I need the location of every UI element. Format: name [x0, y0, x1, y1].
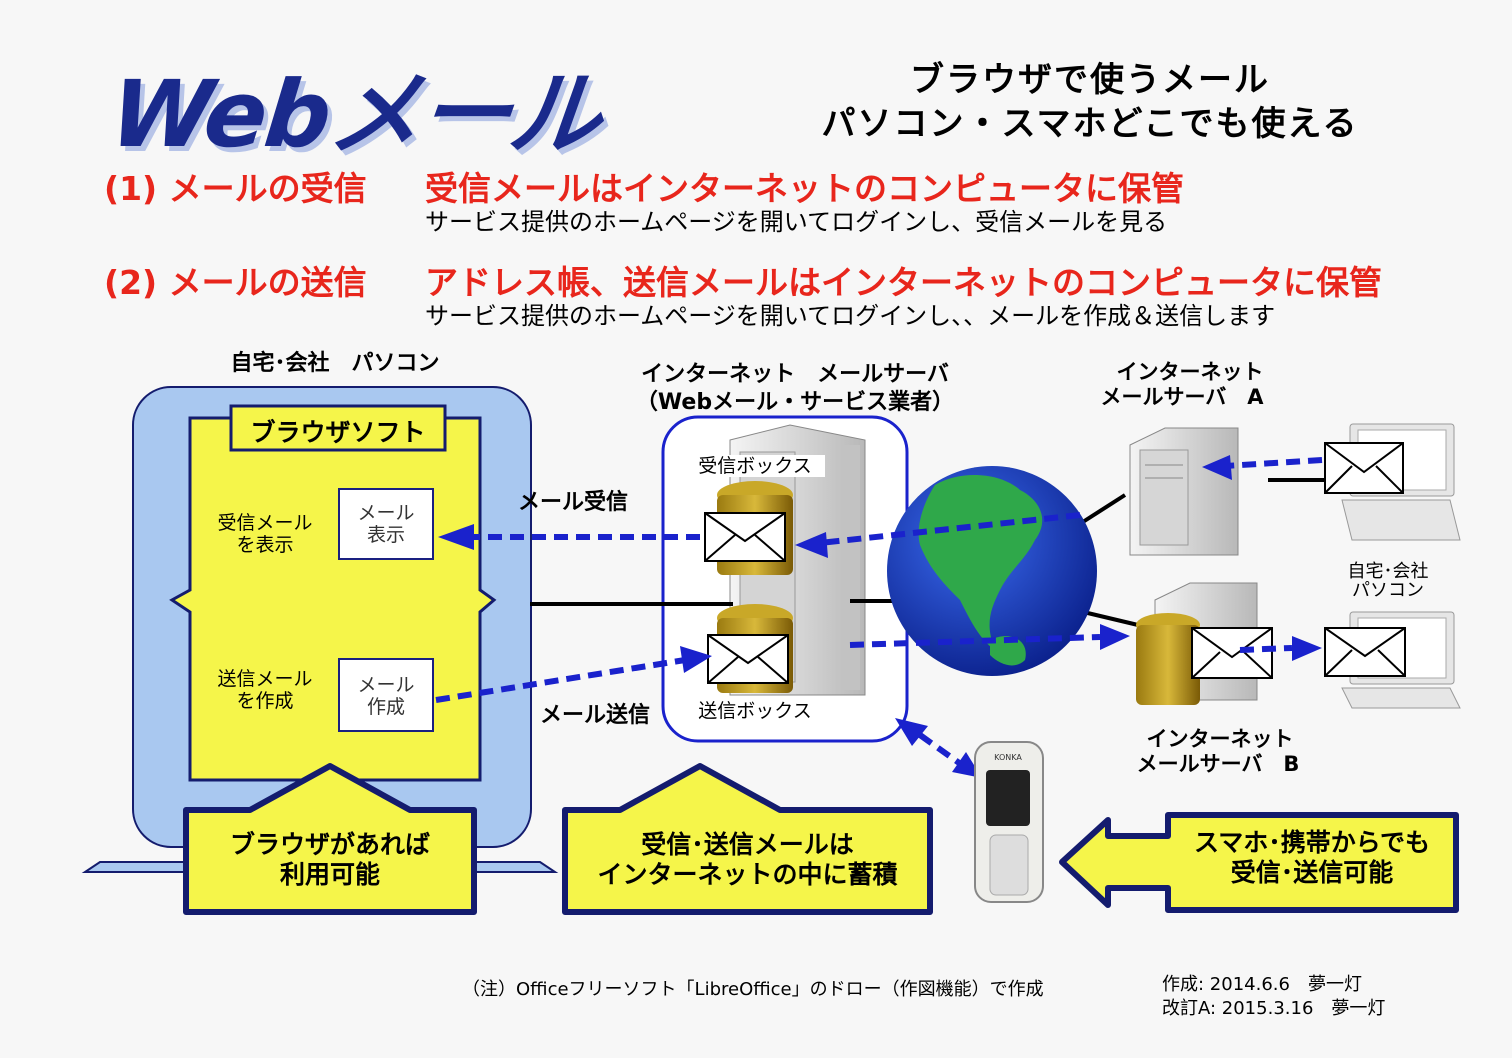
envelope-icons — [704, 442, 1406, 684]
callout-shapes — [183, 763, 1459, 915]
item-2-headline: アドレス帳、送信メールはインターネットのコンピュータに保管 — [425, 263, 1382, 302]
server-callout: 受信･送信メールは インターネットの中に蓄積 — [597, 830, 898, 889]
server-a-line-2: メールサーバ A — [1100, 385, 1264, 409]
phone-brand: KONKA — [994, 753, 1022, 762]
item-2-number: (2) メールの送信 — [104, 263, 367, 302]
server-title-line-2: （Webメール・サービス業者） — [635, 390, 955, 415]
mobile-callout: スマホ･携帯からでも 受信･送信可能 — [1193, 828, 1430, 887]
pc-title: 自宅･会社 パソコン — [230, 351, 440, 376]
item-1-headline: 受信メールはインターネットのコンピュータに保管 — [425, 169, 1184, 208]
server-title-line-1: インターネット メールサーバ — [641, 362, 949, 387]
send-flow-label: メール送信 — [539, 703, 650, 728]
home-pc-label: 自宅･会社 パソコン — [1347, 561, 1429, 601]
item-1-detail: サービス提供のホームページを開いてログインし、受信メールを見る — [425, 208, 1168, 236]
footer-note: （注）Officeフリーソフト「LibreOffice」のドロー（作図機能）で作… — [462, 979, 1044, 1000]
subtitle-line-1: ブラウザで使うメール — [910, 60, 1270, 100]
server-b-line-1: インターネット — [1146, 727, 1294, 751]
inbox-label: 受信ボックス — [685, 455, 825, 477]
mail-view-box[interactable]: メール 表示 — [338, 488, 434, 560]
browser-title-box — [229, 404, 447, 452]
mail-compose-box[interactable]: メール 作成 — [338, 658, 434, 732]
mobile-phone-icon — [974, 741, 1044, 903]
footer-created: 作成: 2014.6.6 夢一灯 — [1162, 974, 1362, 995]
browser-title: ブラウザソフト — [250, 418, 426, 447]
server-b-line-2: メールサーバ B — [1136, 752, 1300, 776]
item-2-detail: サービス提供のホームページを開いてログインし、、メールを作成＆送信します — [425, 302, 1276, 330]
browser-shape — [169, 416, 497, 782]
server-a-icon — [1129, 427, 1239, 556]
page-title: Webメール — [105, 61, 605, 168]
server-b-postbox-icon — [1136, 613, 1200, 705]
item-1-number: (1) メールの受信 — [104, 169, 367, 208]
receive-label: 受信メール を表示 — [217, 512, 313, 556]
send-label: 送信メール を作成 — [217, 668, 313, 712]
outbox-label: 送信ボックス — [685, 700, 825, 722]
receive-flow-label: メール受信 — [517, 490, 628, 515]
pc-callout: ブラウザがあれば 利用可能 — [229, 830, 430, 889]
subtitle-line-2: パソコン・スマホどこでも使える — [821, 104, 1359, 144]
footer-revised: 改訂A: 2015.3.16 夢一灯 — [1162, 998, 1386, 1019]
server-a-line-1: インターネット — [1116, 360, 1264, 384]
flow-arrows — [435, 457, 1323, 768]
subtitle: ブラウザで使うメール パソコン・スマホどこでも使える — [760, 58, 1420, 146]
